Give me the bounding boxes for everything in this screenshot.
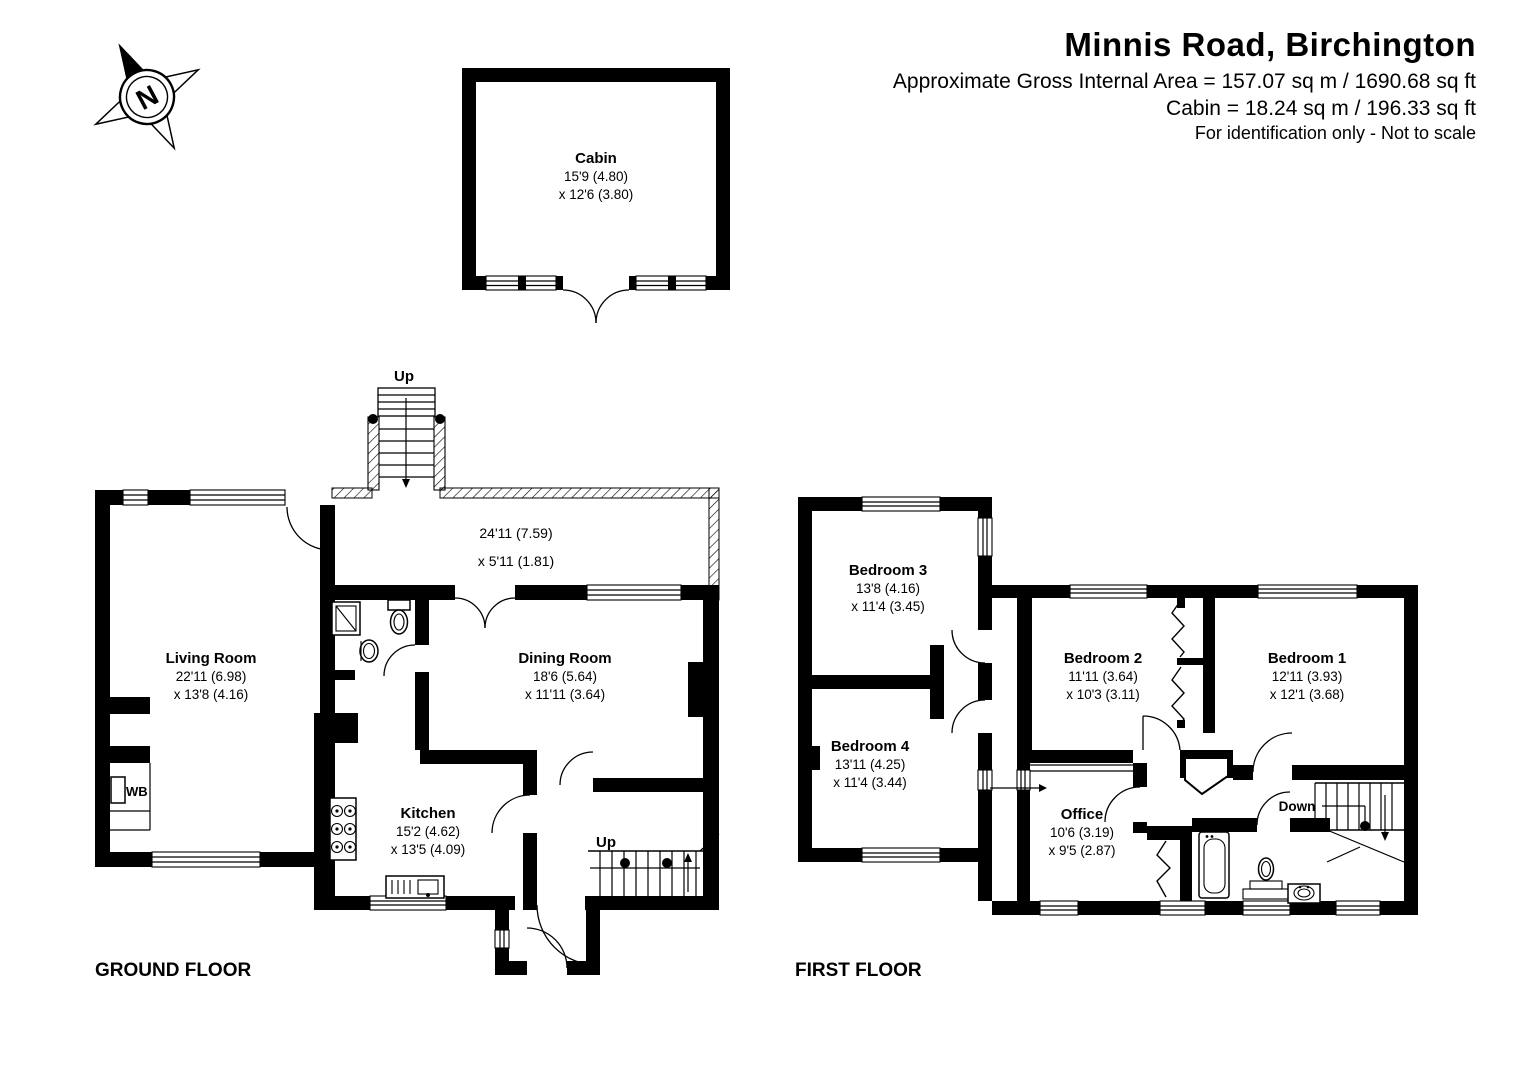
staircase-down: Down bbox=[1279, 782, 1405, 863]
window bbox=[1335, 900, 1381, 916]
first-floor-doors bbox=[951, 629, 1293, 826]
living-room-dim1: 22'11 (6.98) bbox=[176, 669, 247, 684]
kitchen-dim2: x 13'5 (4.09) bbox=[391, 842, 466, 857]
window bbox=[977, 517, 993, 557]
shower-icon bbox=[331, 601, 361, 636]
office-label: Office bbox=[1061, 806, 1104, 823]
cabin-area-text: Cabin = 18.24 sq m / 196.33 sq ft bbox=[1166, 96, 1476, 120]
basin-icon bbox=[1287, 883, 1321, 904]
room-bedroom-4: Bedroom 4 13'11 (4.25) x 11'4 (3.44) bbox=[831, 738, 910, 790]
bedroom3-dim2: x 11'4 (3.45) bbox=[851, 599, 925, 614]
window bbox=[1242, 900, 1291, 916]
ground-floor-doors bbox=[286, 506, 598, 969]
external-staircase-up: Up bbox=[367, 368, 446, 491]
cabin-double-door bbox=[562, 289, 630, 324]
cabin-walls bbox=[462, 68, 730, 290]
wardrobe-bifold-doors bbox=[1156, 599, 1185, 898]
wood-burner-label: WB bbox=[126, 784, 148, 799]
compass-icon: N bbox=[93, 43, 201, 151]
bedroom2-dim2: x 10'3 (3.11) bbox=[1066, 687, 1140, 702]
living-room-label: Living Room bbox=[166, 650, 257, 667]
stairs-down-label: Down bbox=[1279, 799, 1316, 814]
window bbox=[1159, 900, 1206, 916]
living-room-dim2: x 13'8 (4.16) bbox=[174, 687, 249, 702]
bedroom1-dim1: 12'11 (3.93) bbox=[1272, 669, 1343, 684]
bedroom1-dim2: x 12'1 (3.68) bbox=[1270, 687, 1345, 702]
bedroom3-dim1: 13'8 (4.16) bbox=[856, 581, 920, 596]
stairs-up-label: Up bbox=[596, 834, 616, 851]
ground-floor-title: GROUND FLOOR bbox=[95, 960, 251, 981]
window bbox=[122, 489, 149, 506]
ground-floor-windows bbox=[122, 489, 682, 949]
room-kitchen: Kitchen 15'2 (4.62) x 13'5 (4.09) bbox=[391, 805, 466, 857]
cabin-plan: Cabin 15'9 (4.80) x 12'6 (3.80) bbox=[462, 68, 730, 324]
wood-burner-icon bbox=[108, 763, 151, 831]
office-dim1: 10'6 (3.19) bbox=[1050, 825, 1114, 840]
window bbox=[861, 496, 941, 512]
bedroom3-label: Bedroom 3 bbox=[849, 562, 927, 579]
window bbox=[1069, 584, 1148, 599]
hob-icon bbox=[329, 797, 357, 861]
window bbox=[1016, 769, 1031, 791]
toilet-icon bbox=[1242, 857, 1290, 900]
dining-room-dim1: 18'6 (5.64) bbox=[533, 669, 597, 684]
office-dim2: x 9'5 (2.87) bbox=[1048, 843, 1115, 858]
room-office: Office 10'6 (3.19) x 9'5 (2.87) bbox=[1048, 806, 1115, 858]
external-stairs-up-label: Up bbox=[394, 368, 414, 385]
first-floor-plan: Down bbox=[795, 496, 1418, 981]
bedroom4-dim1: 13'11 (4.25) bbox=[835, 757, 906, 772]
ground-floor-walls bbox=[95, 490, 719, 975]
hallway-dim1: 24'11 (7.59) bbox=[479, 525, 552, 541]
window bbox=[151, 851, 261, 868]
cabin-window bbox=[485, 275, 557, 291]
first-floor-title: FIRST FLOOR bbox=[795, 960, 922, 981]
room-dining-room: Dining Room 18'6 (5.64) x 11'11 (3.64) bbox=[518, 650, 611, 702]
disclaimer-text: For identification only - Not to scale bbox=[1194, 122, 1476, 143]
access-arrow-icon bbox=[990, 784, 1047, 792]
hallway-hatched-walls bbox=[331, 487, 720, 601]
cabin-dim1: 15'9 (4.80) bbox=[564, 169, 628, 184]
window bbox=[861, 847, 941, 863]
kitchen-dim1: 15'2 (4.62) bbox=[396, 824, 460, 839]
first-floor-walls bbox=[798, 497, 1418, 915]
bedroom4-label: Bedroom 4 bbox=[831, 738, 910, 755]
office-divider bbox=[1030, 764, 1133, 772]
cabin-window bbox=[635, 275, 707, 291]
bedroom2-dim1: 11'11 (3.64) bbox=[1068, 669, 1138, 684]
bath-icon bbox=[1198, 831, 1230, 899]
kitchen-sink-icon bbox=[385, 875, 445, 899]
bedroom2-label: Bedroom 2 bbox=[1064, 650, 1142, 667]
basin-icon bbox=[359, 639, 379, 663]
cabin-dim2: x 12'6 (3.80) bbox=[559, 187, 634, 202]
room-bedroom-2: Bedroom 2 11'11 (3.64) x 10'3 (3.11) bbox=[1064, 650, 1142, 702]
room-living-room: Living Room 22'11 (6.98) x 13'8 (4.16) bbox=[166, 650, 257, 702]
header: Minnis Road, Birchington Approximate Gro… bbox=[893, 24, 1476, 144]
window bbox=[977, 769, 993, 791]
first-floor-windows bbox=[861, 496, 1381, 916]
room-hallway: 24'11 (7.59) x 5'11 (1.81) bbox=[478, 525, 554, 569]
cabin-label: Cabin bbox=[575, 150, 617, 167]
staircase-up: Up bbox=[588, 833, 720, 896]
ground-floor-plan: Up Up bbox=[95, 368, 720, 981]
window bbox=[586, 584, 682, 601]
kitchen-label: Kitchen bbox=[400, 805, 455, 822]
airing-cupboard bbox=[1184, 757, 1229, 796]
bedroom1-label: Bedroom 1 bbox=[1268, 650, 1346, 667]
dining-room-dim2: x 11'11 (3.64) bbox=[525, 687, 605, 702]
bedroom4-dim2: x 11'4 (3.44) bbox=[833, 775, 907, 790]
gross-area-text: Approximate Gross Internal Area = 157.07… bbox=[892, 70, 1476, 94]
window bbox=[1039, 900, 1079, 916]
page-title: Minnis Road, Birchington bbox=[1064, 26, 1476, 63]
window bbox=[494, 929, 510, 949]
room-bedroom-1: Bedroom 1 12'11 (3.93) x 12'1 (3.68) bbox=[1268, 650, 1346, 702]
window bbox=[189, 489, 286, 506]
dining-room-label: Dining Room bbox=[518, 650, 611, 667]
window bbox=[1257, 584, 1358, 599]
room-bedroom-3: Bedroom 3 13'8 (4.16) x 11'4 (3.45) bbox=[849, 562, 927, 614]
hallway-dim2: x 5'11 (1.81) bbox=[478, 553, 554, 569]
toilet-icon bbox=[387, 599, 411, 635]
